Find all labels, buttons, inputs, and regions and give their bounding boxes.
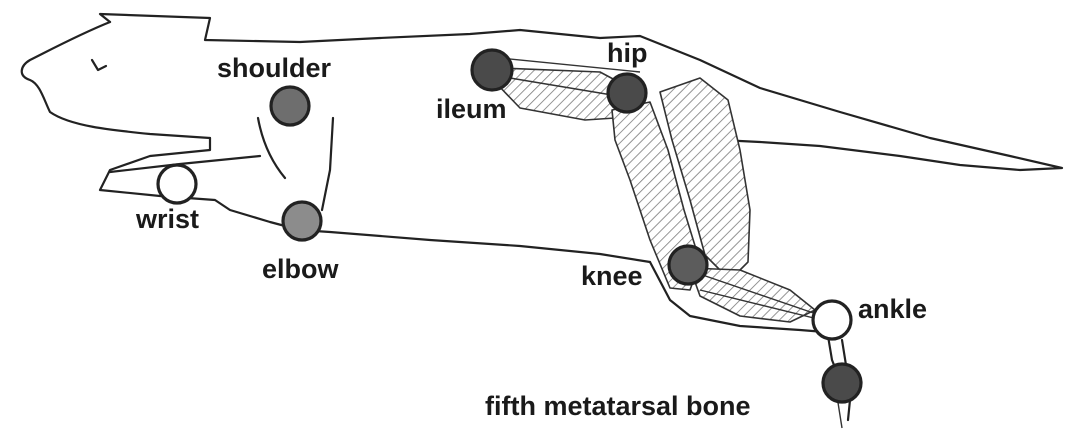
knee-label: knee bbox=[581, 261, 643, 291]
joints bbox=[158, 50, 861, 402]
ankle-label: ankle bbox=[858, 294, 927, 324]
shoulder-label: shoulder bbox=[217, 53, 332, 83]
ileum-label: ileum bbox=[436, 94, 507, 124]
elbow-joint-marker bbox=[283, 202, 321, 240]
arm-back-contour bbox=[322, 118, 333, 210]
hip-joint-marker bbox=[608, 74, 646, 112]
muscles bbox=[495, 58, 830, 322]
knee-joint-marker bbox=[669, 246, 707, 284]
ankle-joint-marker bbox=[813, 301, 851, 339]
fifth-metatarsal-joint-marker bbox=[823, 364, 861, 402]
wrist-joint-marker bbox=[158, 165, 196, 203]
hip-label: hip bbox=[607, 38, 648, 68]
eye-mark bbox=[92, 60, 106, 70]
wrist-label: wrist bbox=[135, 204, 199, 234]
shoulder-joint-marker bbox=[271, 87, 309, 125]
ileum-joint-marker bbox=[472, 50, 512, 90]
foreleg-outline bbox=[100, 138, 300, 230]
shoulder-contour bbox=[258, 118, 285, 178]
fifth-metatarsal-label: fifth metatarsal bone bbox=[485, 391, 751, 421]
snout-outline bbox=[22, 22, 210, 138]
belly-outline bbox=[300, 230, 650, 262]
elbow-label: elbow bbox=[262, 254, 340, 284]
